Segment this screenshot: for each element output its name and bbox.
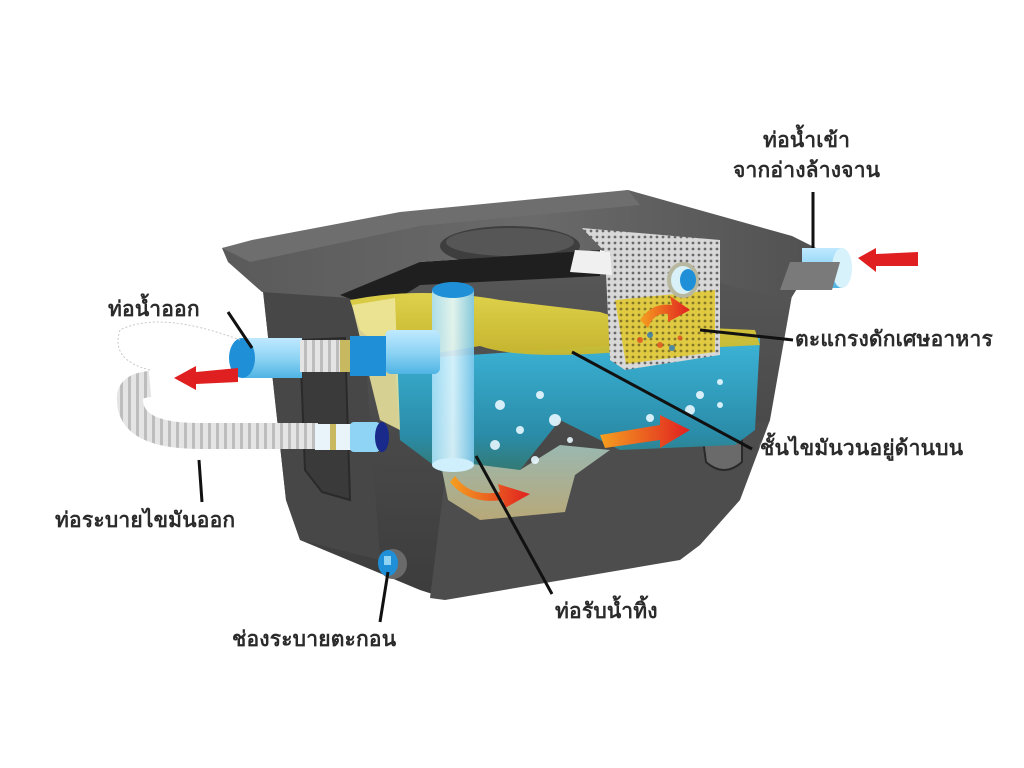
label-grease-layer-text: ชั้นไขมันวนอยู่ด้านบน	[760, 436, 964, 460]
leader-grease-drain-pipe	[197, 459, 204, 503]
label-sediment-drain-port: ช่องระบายตะกอน	[232, 624, 396, 654]
label-grease-layer: ชั้นไขมันวนอยู่ด้านบน	[760, 433, 963, 463]
inlet-pipe[interactable]	[780, 248, 852, 290]
leader-outlet-pipe	[226, 311, 254, 349]
internal-flow-arrow	[450, 476, 530, 508]
food-waste-basket	[570, 228, 720, 370]
sediment-drain-port[interactable]	[378, 549, 407, 579]
leader-sediment-drain-port	[378, 571, 390, 623]
leader-grease-layer	[571, 350, 753, 451]
label-outlet-pipe: ท่อน้ำออก	[108, 294, 200, 324]
leader-lines	[197, 192, 815, 623]
wastewater-intake-tee	[385, 282, 474, 472]
label-wastewater-intake-pipe-text: ท่อรับน้ำทิ้ง	[555, 599, 658, 623]
label-grease-drain-pipe-text: ท่อระบายไขมันออก	[55, 508, 236, 532]
grease-drain-hose[interactable]	[116, 321, 389, 452]
internal-flow-arrow	[600, 415, 690, 448]
label-inlet-pipe: ท่อน้ำเข้า จากอ่างล้างจาน	[733, 125, 880, 185]
label-inlet-pipe-line2: จากอ่างล้างจาน	[733, 158, 881, 182]
label-food-waste-basket-text: ตะแกรงดักเศษอาหาร	[795, 327, 993, 351]
label-sediment-drain-port-text: ช่องระบายตะกอน	[232, 627, 397, 651]
label-grease-drain-pipe: ท่อระบายไขมันออก	[55, 505, 235, 535]
leader-wastewater-intake-pipe	[474, 455, 554, 595]
label-food-waste-basket: ตะแกรงดักเศษอาหาร	[795, 324, 993, 354]
air-bubbles	[490, 379, 723, 464]
leader-food-waste-basket	[699, 328, 794, 342]
outlet-flow-arrow	[174, 366, 238, 390]
inlet-flow-arrow	[858, 248, 918, 272]
label-wastewater-intake-pipe: ท่อรับน้ำทิ้ง	[555, 596, 658, 626]
outlet-pipe[interactable]	[229, 336, 386, 378]
label-outlet-pipe-text: ท่อน้ำออก	[108, 297, 200, 321]
label-inlet-pipe-line1: ท่อน้ำเข้า	[763, 128, 851, 152]
